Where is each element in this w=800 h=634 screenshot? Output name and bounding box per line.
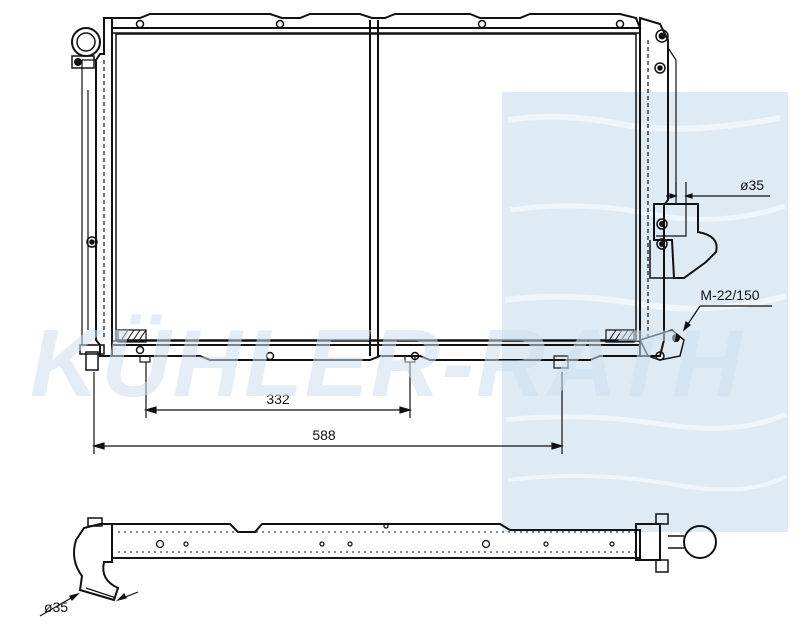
dimension-588 xyxy=(91,372,565,454)
dimension-label-588: 588 xyxy=(312,427,336,443)
top-view-filler-neck xyxy=(683,525,717,559)
tank-rivets xyxy=(86,19,666,361)
dimension-label-332: 332 xyxy=(266,391,290,407)
dimension-outlet-diameter xyxy=(666,182,770,204)
inlet-diameter-label: ø35 xyxy=(44,599,68,615)
filler-neck xyxy=(71,27,101,57)
dimension-332 xyxy=(143,362,413,418)
watermark-panel xyxy=(502,92,788,532)
dimension-inlet-diameter xyxy=(39,591,139,617)
radiator-front-view xyxy=(71,13,718,371)
left-side-tank xyxy=(95,17,113,357)
outlet-diameter-label: ø35 xyxy=(740,177,764,193)
radiator-core xyxy=(115,33,637,341)
drain-plug xyxy=(85,351,99,371)
thread-callout xyxy=(682,305,772,332)
radiator-top-view xyxy=(73,513,717,602)
inlet-pipe xyxy=(73,523,120,602)
thread-label: M-22/150 xyxy=(700,287,759,303)
top-tank xyxy=(111,13,642,29)
watermark-text: KÜHLER-RATH xyxy=(30,310,743,417)
top-view-holes xyxy=(155,523,615,549)
